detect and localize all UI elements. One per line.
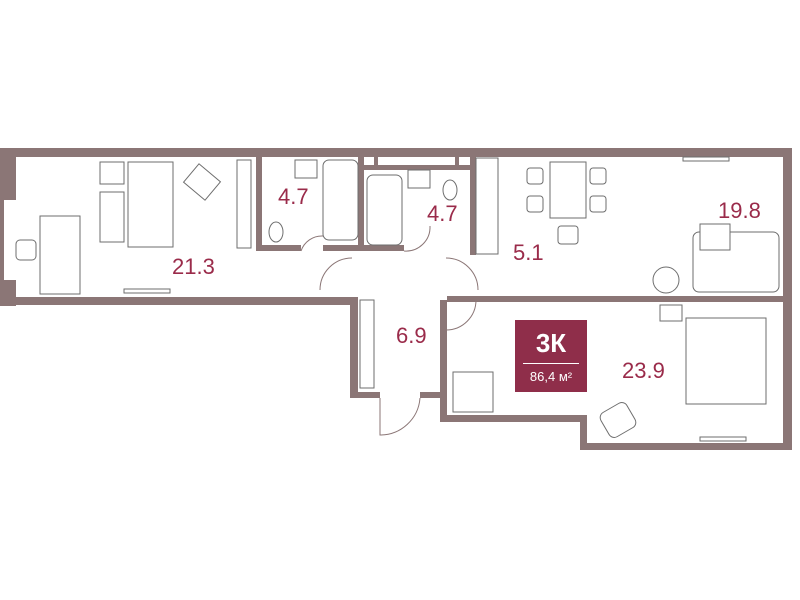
bathtub-icon — [322, 159, 359, 241]
furniture — [15, 156, 780, 442]
shelf-icon — [452, 371, 494, 413]
tv-icon — [123, 288, 171, 294]
hall-wardrobe-icon — [359, 299, 375, 389]
room-area-bedroom-right: 23.9 — [622, 358, 665, 383]
dining-table-icon — [549, 161, 587, 219]
room-area-bathroom-2: 4.7 — [427, 201, 458, 226]
toilet-icon — [268, 221, 284, 243]
sink-icon — [294, 159, 318, 179]
room-area-living-room: 19.8 — [718, 198, 761, 223]
room-area-hallway: 6.9 — [396, 323, 427, 348]
kitchen-counter-icon — [475, 157, 499, 255]
coffee-table-icon — [699, 223, 731, 251]
room-area-kitchen: 5.1 — [513, 240, 544, 265]
doors — [300, 225, 479, 436]
apartment-badge: 3К 86,4 м² — [515, 320, 587, 392]
total-area: 86,4 м² — [529, 369, 573, 384]
room-area-bedroom-left: 21.3 — [172, 254, 215, 279]
double-bed-icon — [685, 317, 767, 405]
room-count: 3К — [535, 328, 567, 358]
bed-icon — [127, 161, 174, 248]
walls — [0, 148, 792, 450]
chair-icon — [15, 239, 37, 261]
room-area-bathroom-1: 4.7 — [278, 184, 309, 209]
armchair-icon — [182, 163, 222, 201]
desk-icon — [39, 215, 81, 295]
wardrobe-icon — [236, 159, 252, 249]
badge-divider — [523, 363, 579, 364]
